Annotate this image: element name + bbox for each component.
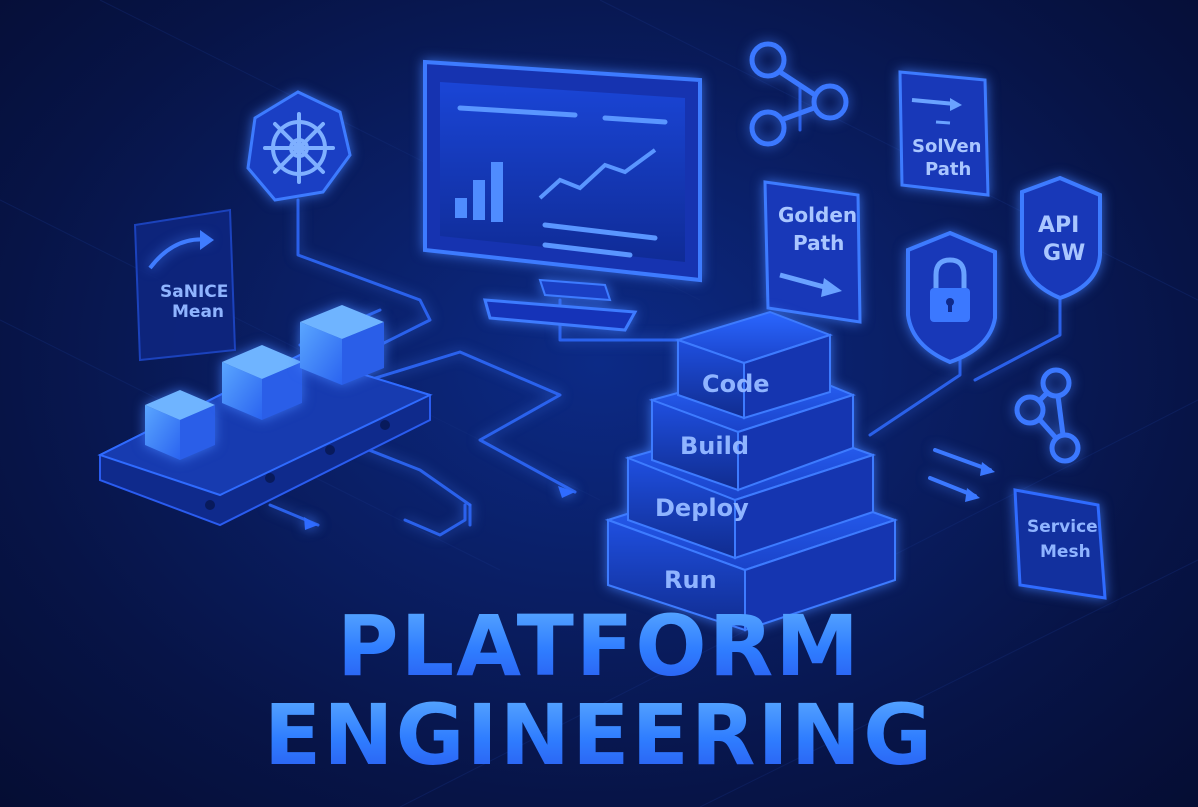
title-line-2: ENGINEERING [0,693,1198,777]
service-mean-card: SaNICE Mean [133,208,237,362]
api-gw-line2: GW [1043,241,1085,266]
lock-shield-icon [906,230,997,365]
stack-label-run: Run [664,566,717,594]
service-mesh-line2: Mesh [1040,542,1091,562]
solven-path-card: SolVen Path [898,70,990,197]
golden-path-line1: Golden [778,203,857,227]
conveyor-cubes-icon [97,305,433,527]
monitor-dashboard-icon [423,59,702,332]
stack-label-deploy: Deploy [655,494,749,522]
title-line-1: PLATFORM [0,604,1198,688]
service-mean-line1: SaNICE [160,282,228,302]
service-mean-line2: Mean [172,302,224,322]
service-mesh-card: Service Mesh [1013,488,1107,600]
stack-label-code: Code [702,370,770,398]
api-gw-line1: API [1038,213,1079,238]
golden-path-line2: Path [793,231,844,255]
solven-path-line1: SolVen [912,136,981,157]
service-mesh-line1: Service [1027,517,1098,537]
arrow-heads [304,486,575,530]
network-nodes-icon [749,41,849,147]
stack-layer-code: Code [674,310,833,420]
solven-path-line2: Path [925,159,971,180]
golden-path-card: Golden Path [763,180,862,324]
pipeline-stack: Run Deploy Build Code [604,310,899,632]
api-gw-shield: API GW [1020,175,1102,301]
kubernetes-helm-icon [246,90,352,202]
network-nodes-right-icon [1014,367,1081,464]
stack-label-build: Build [680,432,749,460]
